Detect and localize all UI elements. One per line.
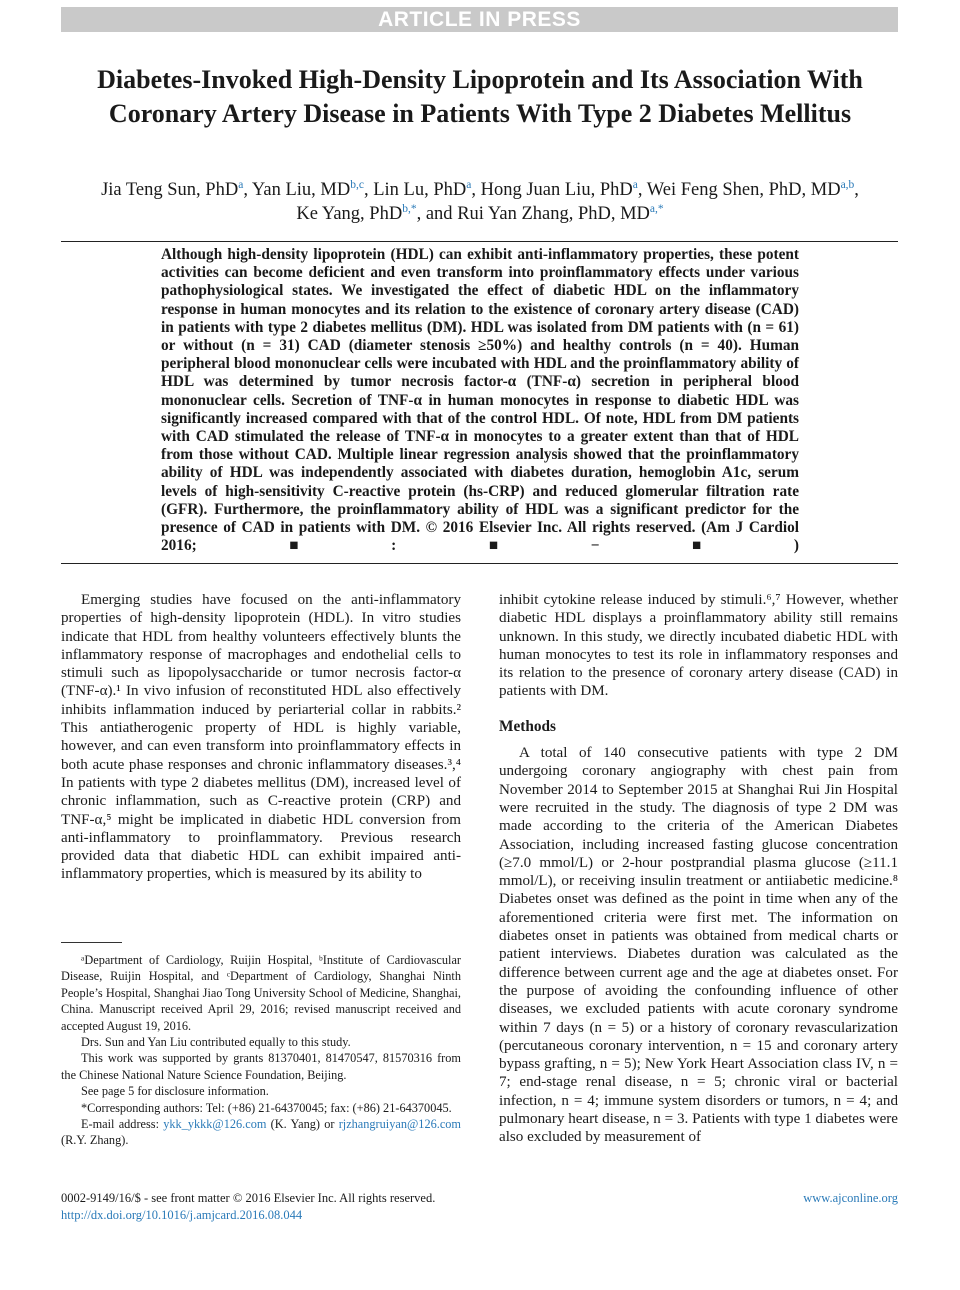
author-3: Lin Lu, PhDa, [373, 178, 481, 200]
doi-link[interactable]: http://dx.doi.org/10.1016/j.amjcard.2016… [61, 1208, 303, 1222]
footer-left: 0002-9149/16/$ - see front matter © 2016… [61, 1190, 521, 1224]
methods-heading: Methods [499, 717, 556, 735]
abstract-bottom-rule [61, 563, 898, 564]
funding-footnote: This work was supported by grants 813704… [61, 1051, 461, 1082]
email-footnote: E-mail address: ykk_ykkk@126.com (K. Yan… [61, 1117, 461, 1148]
abstract-top-rule [61, 241, 898, 242]
email-link-yang[interactable]: ykk_ykkk@126.com [163, 1117, 267, 1132]
author-4: Hong Juan Liu, PhDa, [480, 178, 647, 200]
author-5: Wei Feng Shen, PhD, MDa,b, [646, 178, 859, 200]
author-1: Jia Teng Sun, PhDa, [101, 178, 252, 200]
author-7: Rui Yan Zhang, PhD, MDa,* [457, 202, 664, 224]
email-link-zhang[interactable]: rjzhangruiyan@126.com [338, 1117, 461, 1132]
methods-paragraph: A total of 140 consecutive patients with… [499, 745, 898, 1146]
issn-line: 0002-9149/16/$ - see front matter © 2016… [61, 1191, 436, 1205]
footer-right: www.ajconline.org [803, 1190, 898, 1207]
right-column: inhibit cytokine release induced by stim… [499, 591, 898, 1147]
abstract: Although high-density lipoprotein (HDL) … [161, 246, 799, 555]
left-column: Emerging studies have focused on the ant… [61, 591, 461, 884]
article-title: Diabetes-Invoked High-Density Lipoprotei… [97, 65, 863, 128]
intro-paragraph: Emerging studies have focused on the ant… [61, 592, 461, 883]
journal-website-link[interactable]: www.ajconline.org [803, 1191, 898, 1205]
disclosure-footnote: See page 5 for disclosure information. [81, 1084, 269, 1099]
affiliations-footnote: ᵃDepartment of Cardiology, Ruijin Hospit… [61, 953, 461, 1033]
author-2: Yan Liu, MDb,c, [251, 178, 374, 200]
corresponding-footnote: *Corresponding authors: Tel: (+86) 21-64… [81, 1100, 452, 1115]
article-in-press-banner: ARTICLE IN PRESS [61, 7, 898, 32]
author-6: Ke Yang, PhDb,*, and [296, 202, 458, 224]
footnotes: ᵃDepartment of Cardiology, Ruijin Hospit… [61, 952, 461, 1149]
intro-continuation: inhibit cytokine release induced by stim… [499, 592, 898, 700]
author-list: Jia Teng Sun, PhDa, Yan Liu, MDb,c, Lin … [45, 178, 915, 226]
footnote-rule [61, 942, 122, 943]
equal-contribution-footnote: Drs. Sun and Yan Liu contributed equally… [81, 1035, 351, 1050]
